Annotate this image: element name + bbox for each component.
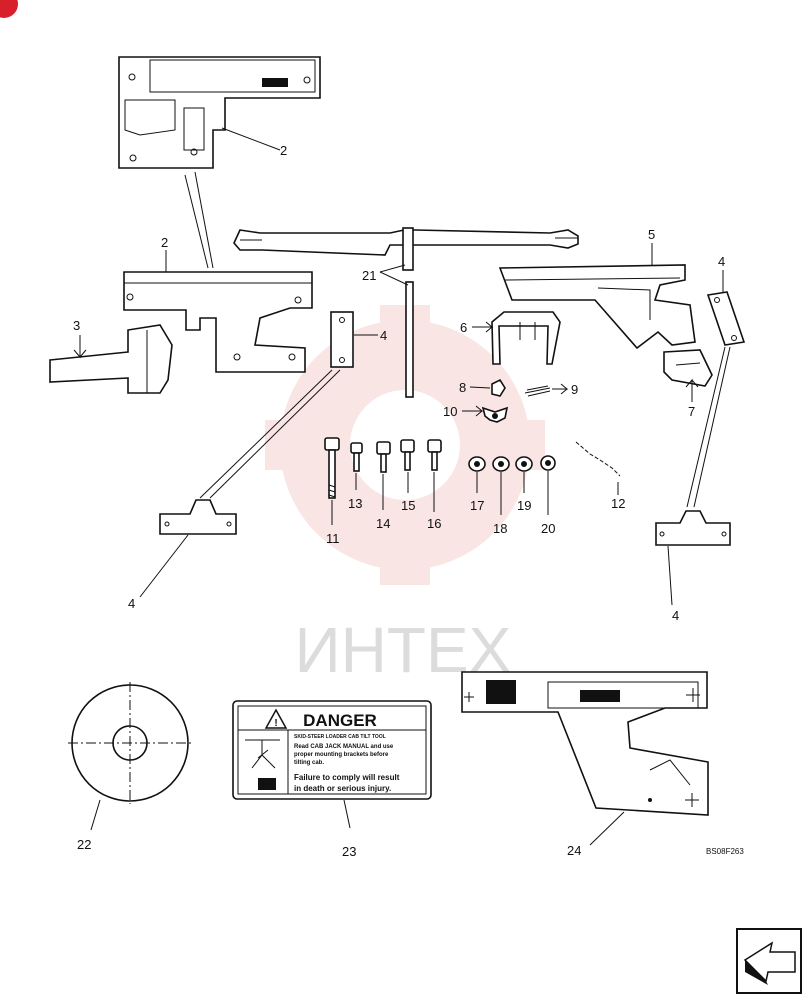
part-4-plate-right-lower [655, 510, 731, 546]
callout-7: 7 [688, 404, 695, 419]
next-page-arrow-icon[interactable] [736, 928, 802, 994]
part-5-mount [498, 264, 696, 350]
callout-9: 9 [571, 382, 578, 397]
callout-5: 5 [648, 227, 655, 242]
corner-badge-icon [0, 0, 18, 18]
callout-4d: 4 [672, 608, 679, 623]
part-20-nut [540, 455, 556, 471]
callout-23: 23 [342, 844, 356, 859]
callout-3: 3 [73, 318, 80, 333]
callout-8: 8 [459, 380, 466, 395]
callout-21: 21 [362, 268, 376, 283]
decal-header: DANGER [303, 711, 377, 730]
callout-2b: 2 [161, 235, 168, 250]
callout-16: 16 [427, 516, 441, 531]
callout-12: 12 [611, 496, 625, 511]
callout-22: 22 [77, 837, 91, 852]
part-18-nut [492, 456, 510, 472]
decal-line4: Failure to comply will result [294, 773, 400, 782]
callout-10: 10 [443, 404, 457, 419]
callout-20: 20 [541, 521, 555, 536]
part-21-bar [233, 227, 579, 398]
callout-19: 19 [517, 498, 531, 513]
callout-4a: 4 [380, 328, 387, 343]
part-23-danger-decal: ! DANGER SKID-STEER LOADER CAB TILT TOOL… [232, 700, 432, 800]
part-22-washer [68, 682, 192, 804]
svg-text:!: ! [274, 718, 277, 729]
part-4-plate-left [159, 499, 237, 535]
part-4-plate-center [330, 311, 354, 368]
part-7-clip [663, 349, 713, 387]
callout-4b: 4 [128, 596, 135, 611]
callout-15: 15 [401, 498, 415, 513]
part-17-nut [468, 456, 486, 472]
part-11-long-bolt [324, 437, 340, 499]
callout-6: 6 [460, 320, 467, 335]
part-13-bolt [350, 442, 363, 472]
callout-2a: 2 [280, 143, 287, 158]
part-19-nut [515, 456, 533, 472]
part-15-bolt [400, 439, 415, 471]
callout-17: 17 [470, 498, 484, 513]
decal-line5: in death or serious injury. [294, 784, 391, 793]
part-10-wing-nut [481, 406, 509, 423]
part-14-bolt [376, 441, 391, 473]
part-4-plate-right [706, 291, 746, 346]
callout-13: 13 [348, 496, 362, 511]
part-6-u-bolt [491, 311, 561, 365]
drawing-code: BS08F263 [706, 847, 744, 856]
decal-line2: proper mounting brackets before [294, 752, 389, 758]
callout-18: 18 [493, 521, 507, 536]
part-2-bracket-top [118, 56, 321, 169]
part-24-bracket [461, 671, 709, 816]
decal-line1: Read CAB JACK MANUAL and use [294, 744, 394, 750]
part-2-bracket-main [123, 271, 313, 373]
decal-subtitle: SKID-STEER LOADER CAB TILT TOOL [294, 734, 386, 740]
part-12-chain [575, 441, 621, 477]
part-8-clip [491, 378, 506, 397]
callout-11: 11 [326, 531, 340, 546]
callout-14: 14 [376, 516, 390, 531]
part-16-bolt [427, 439, 442, 471]
part-9-pin [524, 385, 551, 397]
callout-24: 24 [567, 843, 581, 858]
decal-line3: tilting cab. [294, 760, 324, 766]
part-3-handle [49, 324, 173, 394]
callout-4c: 4 [718, 254, 725, 269]
